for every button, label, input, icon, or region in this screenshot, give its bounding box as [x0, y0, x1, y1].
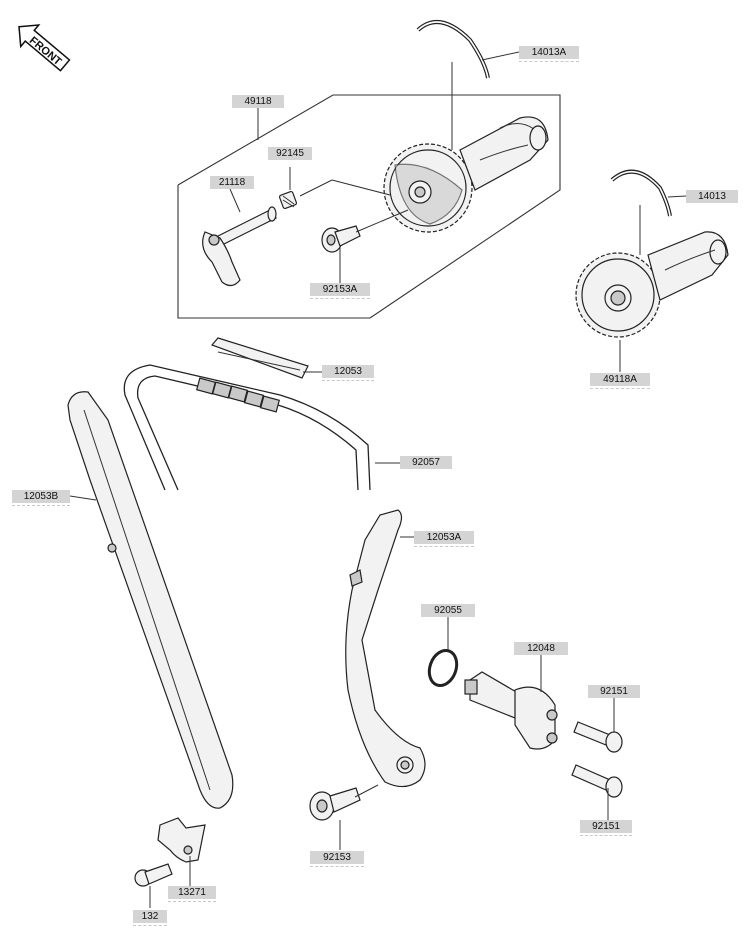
part-label-92151-upper[interactable]: 92151 [588, 685, 640, 698]
part-label-12053b[interactable]: 12053B [12, 490, 70, 503]
part-label-92055[interactable]: 92055 [421, 604, 475, 617]
label-shadow [519, 61, 579, 65]
part-label-92151-lower[interactable]: 92151 [580, 820, 632, 833]
part-label-49118a[interactable]: 49118A [590, 373, 650, 386]
spring-92145 [278, 190, 298, 210]
leader-lines [69, 51, 687, 908]
tensioner-12048 [464, 671, 558, 750]
camshaft-49118a [575, 231, 729, 338]
label-shadow [310, 298, 370, 302]
bolt-132 [134, 863, 173, 887]
bracket-13271 [157, 817, 206, 863]
chain-guide-12053b [67, 391, 234, 809]
part-label-92057[interactable]: 92057 [400, 456, 452, 469]
part-label-49118[interactable]: 49118 [232, 95, 284, 108]
part-label-132[interactable]: 132 [133, 910, 167, 923]
lever-21118 [202, 206, 277, 287]
label-shadow [590, 388, 650, 392]
assembly-outline [177, 94, 561, 319]
bolt-92153a [321, 225, 361, 253]
label-shadow [12, 505, 70, 509]
label-shadow [310, 866, 364, 870]
label-shadow [168, 901, 216, 905]
label-shadow [414, 546, 474, 550]
part-label-13271[interactable]: 13271 [168, 886, 216, 899]
chain-guide-12053 [210, 337, 309, 379]
label-shadow [322, 380, 374, 384]
bolt-92153 [309, 787, 361, 821]
part-label-12053a[interactable]: 12053A [414, 531, 474, 544]
part-label-14013a[interactable]: 14013A [519, 46, 579, 59]
o-ring-92055 [427, 649, 459, 687]
part-label-12053[interactable]: 12053 [322, 365, 374, 378]
part-label-21118[interactable]: 21118 [210, 176, 254, 189]
part-label-12048[interactable]: 12048 [514, 642, 568, 655]
part-label-92145[interactable]: 92145 [268, 147, 312, 160]
part-label-92153[interactable]: 92153 [310, 851, 364, 864]
part-label-14013[interactable]: 14013 [686, 190, 738, 203]
camshaft-49118 [383, 116, 549, 233]
retainer-ring-14013a [416, 20, 490, 79]
bolt-92151-lower [571, 764, 623, 798]
retainer-ring-14013 [610, 169, 672, 217]
label-shadow [580, 835, 632, 839]
label-shadow [133, 925, 167, 929]
tensioner-guide-12053a [345, 509, 426, 788]
bolt-92151-upper [573, 721, 623, 753]
front-arrow-icon: FRONT [18, 24, 71, 72]
part-label-92153a[interactable]: 92153A [310, 283, 370, 296]
timing-chain-92057 [123, 364, 371, 491]
